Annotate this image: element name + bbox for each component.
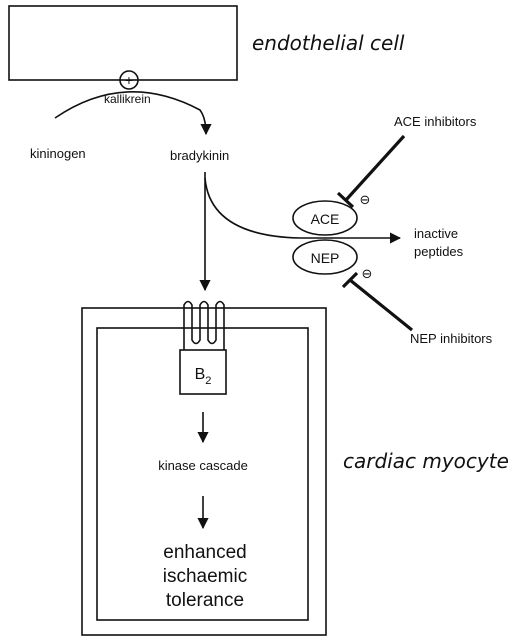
- cardiac-myocyte-inner: [96, 327, 309, 621]
- ace-inhibitor-line: [344, 134, 406, 202]
- b2-receptor-label: B2: [195, 366, 212, 387]
- cardiac-myocyte-label: cardiac myocyte: [343, 449, 509, 473]
- kininogen-label: kininogen: [30, 146, 86, 161]
- ace-inhibit-sign: ⊖: [360, 192, 371, 207]
- b2-receptor-box: [179, 349, 227, 395]
- inactive-peptides-line1: inactive: [414, 226, 458, 241]
- nep-enzyme: [292, 239, 358, 275]
- kallikrein-sign: +: [125, 72, 133, 88]
- nep-inhibitor-bar: [341, 271, 359, 289]
- ace-inhibitors-label: ACE inhibitors: [394, 114, 477, 129]
- b2-receptor-transmembrane: [183, 300, 225, 350]
- outcome-line-tolerance: tolerance: [166, 590, 244, 611]
- cardiac-myocyte-outer: [81, 307, 327, 636]
- ace-label: ACE: [311, 211, 340, 227]
- kallikrein-circle: [119, 70, 139, 90]
- degradation-arrow: [204, 177, 402, 244]
- endothelial-cell-box: [8, 5, 238, 81]
- ace-inhibitor-bar: [336, 191, 355, 209]
- endothelial-cell-label: endothelial cell: [252, 31, 405, 55]
- outcome-line-ischaemic: ischaemic: [163, 566, 247, 587]
- outcome-line-enhanced: enhanced: [163, 542, 246, 563]
- inactive-peptides-line2: peptides: [414, 244, 464, 259]
- nep-inhibitor-line: [348, 278, 414, 332]
- nep-inhibitors-label: NEP inhibitors: [410, 331, 493, 346]
- bradykinin-label: bradykinin: [170, 148, 229, 163]
- kallikrein-label: kallikrein: [104, 92, 151, 106]
- kallikrein-arc-arrow: [54, 91, 212, 136]
- nep-inhibit-sign: ⊖: [362, 266, 373, 281]
- ace-enzyme: [292, 200, 358, 236]
- kinase-cascade-label: kinase cascade: [158, 458, 248, 473]
- nep-label: NEP: [311, 250, 340, 266]
